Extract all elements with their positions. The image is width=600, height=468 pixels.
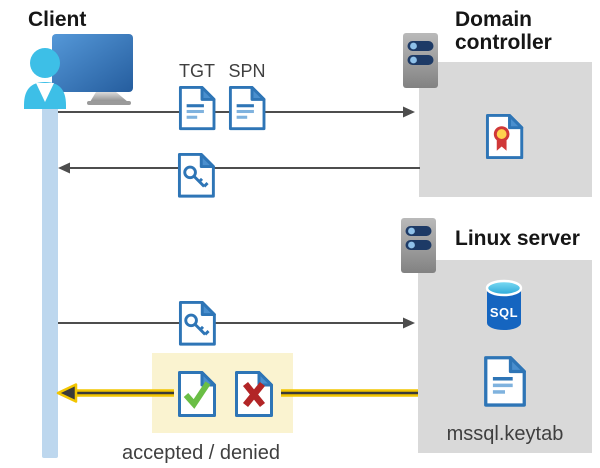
spn-label: SPN [228, 61, 265, 81]
arrow-domain-controller-to-client [58, 162, 420, 174]
accepted-denied-label: accepted / denied [122, 442, 280, 464]
arrowhead-right-icon [403, 317, 415, 329]
certificate-document-icon [485, 113, 524, 160]
tgt-ticket-document-icon [180, 87, 214, 128]
accepted-check-document-icon [178, 371, 216, 417]
keytab-document-icon [486, 358, 525, 405]
client-timeline-bar [42, 90, 58, 458]
denied-x-document-icon [235, 371, 273, 417]
person-at-monitor-icon [24, 34, 133, 109]
sql-badge-label: SQL [490, 305, 518, 320]
service-ticket-key-document-icon [180, 302, 214, 344]
person-icon [24, 48, 66, 109]
domain-controller-label-line2: controller [455, 31, 552, 54]
arrowhead-right-icon [403, 106, 415, 118]
monitor-icon [52, 34, 133, 92]
spn-ticket-document-icon [230, 87, 264, 128]
client-label: Client [28, 8, 86, 31]
domain-controller-server-icon [403, 33, 438, 88]
arrow-linux-server-to-client-highlighted [56, 383, 418, 403]
linux-server-icon [401, 218, 436, 273]
linux-server-label: Linux server [455, 227, 580, 250]
x-icon [242, 381, 266, 408]
arrow-client-to-linux-server [58, 317, 415, 329]
check-icon [183, 381, 211, 409]
keytab-label: mssql.keytab [447, 423, 564, 445]
domain-controller-label-line1: Domain [455, 8, 532, 31]
ticket-key-document-icon [179, 154, 213, 196]
sql-database-icon: SQL [485, 279, 523, 330]
tgt-label: TGT [179, 61, 215, 81]
arrowhead-left-highlight-icon [56, 383, 78, 403]
arrowhead-left-icon [58, 162, 70, 174]
